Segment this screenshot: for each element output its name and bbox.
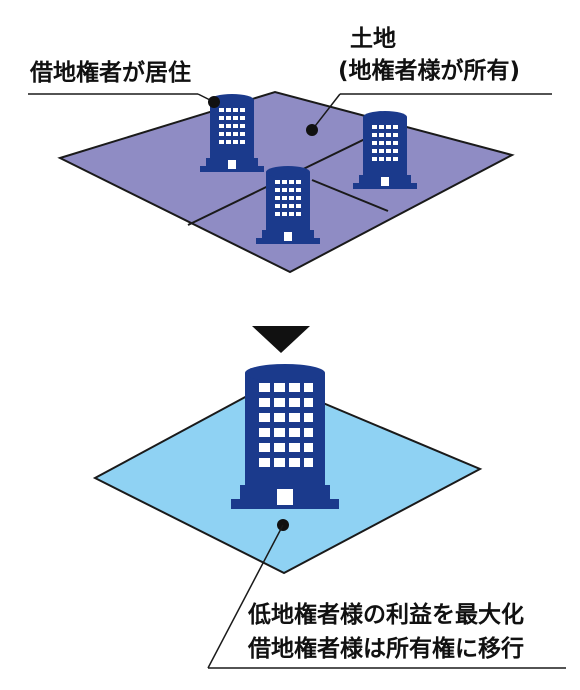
tenant-label: 借地権者が居住 <box>29 59 191 86</box>
result-ownership-text: 借地権者様は所有権に移行 <box>247 635 524 662</box>
land-label-title: 土地 <box>350 26 396 52</box>
land-leader-line <box>311 93 341 131</box>
result-leader-line <box>207 524 284 669</box>
land-label-owner: (地権者様が所有) <box>338 57 520 84</box>
building-icon <box>231 364 339 509</box>
result-benefit-text: 低地権者様の利益を最大化 <box>247 601 524 628</box>
parcel-divider-line <box>311 179 389 212</box>
down-triangle-icon <box>252 326 310 353</box>
tenant-pointer-dot <box>208 96 220 108</box>
land-pointer-dot <box>306 124 318 136</box>
